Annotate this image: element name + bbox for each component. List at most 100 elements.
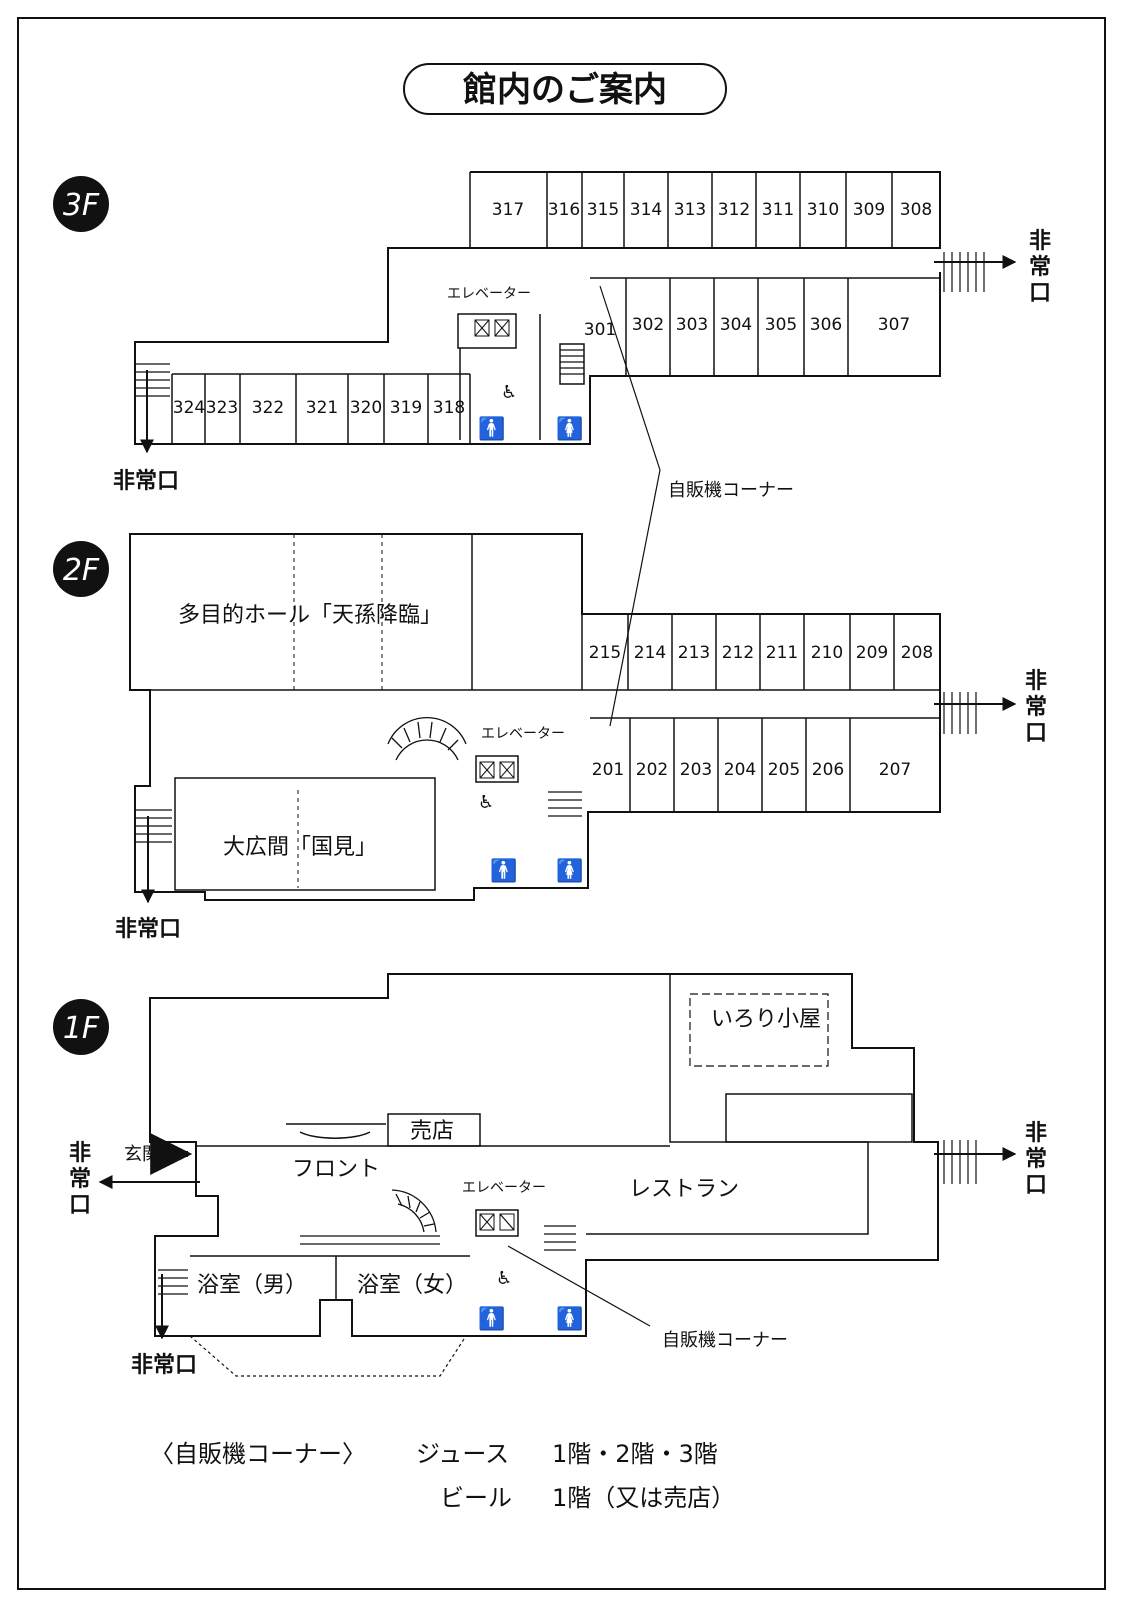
staircase-left [136,363,170,397]
svg-text:3F: 3F [63,188,100,223]
floor3-left-rooms-grid [171,374,471,444]
staircase [544,1225,576,1251]
emergency-exit-label: 非常口 [115,916,181,942]
room-label: 214 [634,643,666,663]
emergency-exit-label: 非常口 [131,1352,197,1378]
page-frame [17,17,1106,1590]
room-label: 314 [630,200,662,220]
floor-badge-3f: 3F [53,176,109,232]
page-title: 館内のご案内 [403,63,727,115]
multipurpose-hall-label: 多目的ホール「天孫降臨」 [178,603,442,628]
room-label: 213 [678,643,710,663]
room-label: 324 [173,398,205,418]
room-label: 309 [853,200,885,220]
floor1-outline [149,973,939,1337]
floor-3f: 3F 317 316 315 314 313 312 311 310 309 3… [53,171,1051,494]
room-label: 322 [252,398,284,418]
vending-leader-3f [599,285,661,471]
entrance-label: 玄関 [124,1144,160,1165]
elevator-label: エレベーター [481,726,565,742]
emergency-exit-vertical: 非常口 [1025,669,1047,746]
elevator-shaft [457,313,517,349]
room-label: 206 [812,760,844,780]
room-label: 203 [680,760,712,780]
floor-2f: 2F 多目的ホール「天孫降臨」 215 214 213 212 211 210 … [53,533,1047,942]
svg-text:2F: 2F [63,553,100,588]
room-label: 205 [768,760,800,780]
floor-1f: 1F いろり小屋 売店 フロント レストラン 玄関 非常口 エレベーター ♿ 🚹 [53,973,1047,1378]
staircase [560,349,584,375]
room-label: 207 [879,760,911,780]
floor3-outline [134,171,941,445]
floor2-top-room-labels: 215 214 213 212 211 210 209 208 [589,643,933,663]
legend-beer: ビール [440,1484,512,1512]
legend-juice: ジュース [416,1440,509,1468]
vending-corner-label: 自販機コーナー [662,1330,788,1351]
mens-bath-label: 浴室（男） [197,1273,307,1298]
floor3-left-room-labels: 324 323 322 321 320 319 318 [173,398,465,418]
emergency-exit-vertical: 非常口 [1025,1121,1047,1198]
staircase [548,791,582,817]
room-label: 209 [856,643,888,663]
spiral-staircase [391,1189,437,1233]
staircase-right [943,692,977,734]
vending-leader-1f [507,1245,651,1327]
room-label: 301 [584,320,616,340]
irori-hut [689,993,829,1067]
staircase-right [943,252,985,292]
floor3-bottom-room-labels: 301 302 303 304 305 306 307 [584,315,910,340]
great-room-label: 大広間「国見」 [223,835,377,860]
room-label: 210 [811,643,843,663]
front-desk-label: フロント [292,1157,380,1182]
restaurant-label: レストラン [629,1177,739,1202]
svg-text:1F: 1F [63,1011,100,1046]
room-label: 212 [722,643,754,663]
elevator-shaft [475,1209,519,1237]
mens-restroom-icon: 🚹 [478,416,505,442]
emergency-exit-vertical: 非常口 [1029,229,1051,306]
room-label: 310 [807,200,839,220]
room-label: 304 [720,315,752,335]
vending-leader-2f [609,469,661,727]
room-label: 315 [587,200,619,220]
room-label: 318 [433,398,465,418]
room-label: 319 [390,398,422,418]
irori-hut-label: いろり小屋 [711,1007,821,1032]
floor3-top-room-labels: 317 316 315 314 313 312 311 310 309 308 [492,200,932,220]
room-label: 306 [810,315,842,335]
outdoor-path [189,1335,467,1377]
womens-bath-label: 浴室（女） [357,1273,467,1298]
accessible-icon: ♿ [496,1268,512,1289]
vending-legend: 〈自販機コーナー〉 ジュース 1階・2階・3階 ビール 1階（又は売店） [150,1440,735,1512]
room-label: 317 [492,200,524,220]
room-label: 302 [632,315,664,335]
womens-restroom-icon: 🚺 [556,1306,583,1332]
accessible-icon: ♿ [478,792,494,813]
room-label: 307 [878,315,910,335]
room-label: 211 [766,643,798,663]
room-label: 204 [724,760,756,780]
front-counter [286,1123,386,1139]
room-label: 201 [592,760,624,780]
womens-restroom-icon: 🚺 [556,858,583,884]
room-label: 321 [306,398,338,418]
room-label: 323 [206,398,238,418]
room-label: 311 [762,200,794,220]
room-label: 202 [636,760,668,780]
room-label: 308 [900,200,932,220]
mens-restroom-icon: 🚹 [490,858,517,884]
shop-label: 売店 [410,1119,454,1144]
staircase-left [158,1269,188,1295]
staircase-left [136,809,172,843]
great-room [174,777,436,891]
spiral-staircase [387,717,467,761]
floor3-bottom-rooms-grid [625,278,849,376]
svg-text:館内のご案内: 館内のご案内 [463,70,667,110]
room-label: 316 [548,200,580,220]
floor2-top-rooms-grid [627,614,895,690]
mens-restroom-icon: 🚹 [478,1306,505,1332]
elevator-shaft [475,755,519,783]
room-label: 312 [718,200,750,220]
emergency-exit-label: 非常口 [113,468,179,494]
